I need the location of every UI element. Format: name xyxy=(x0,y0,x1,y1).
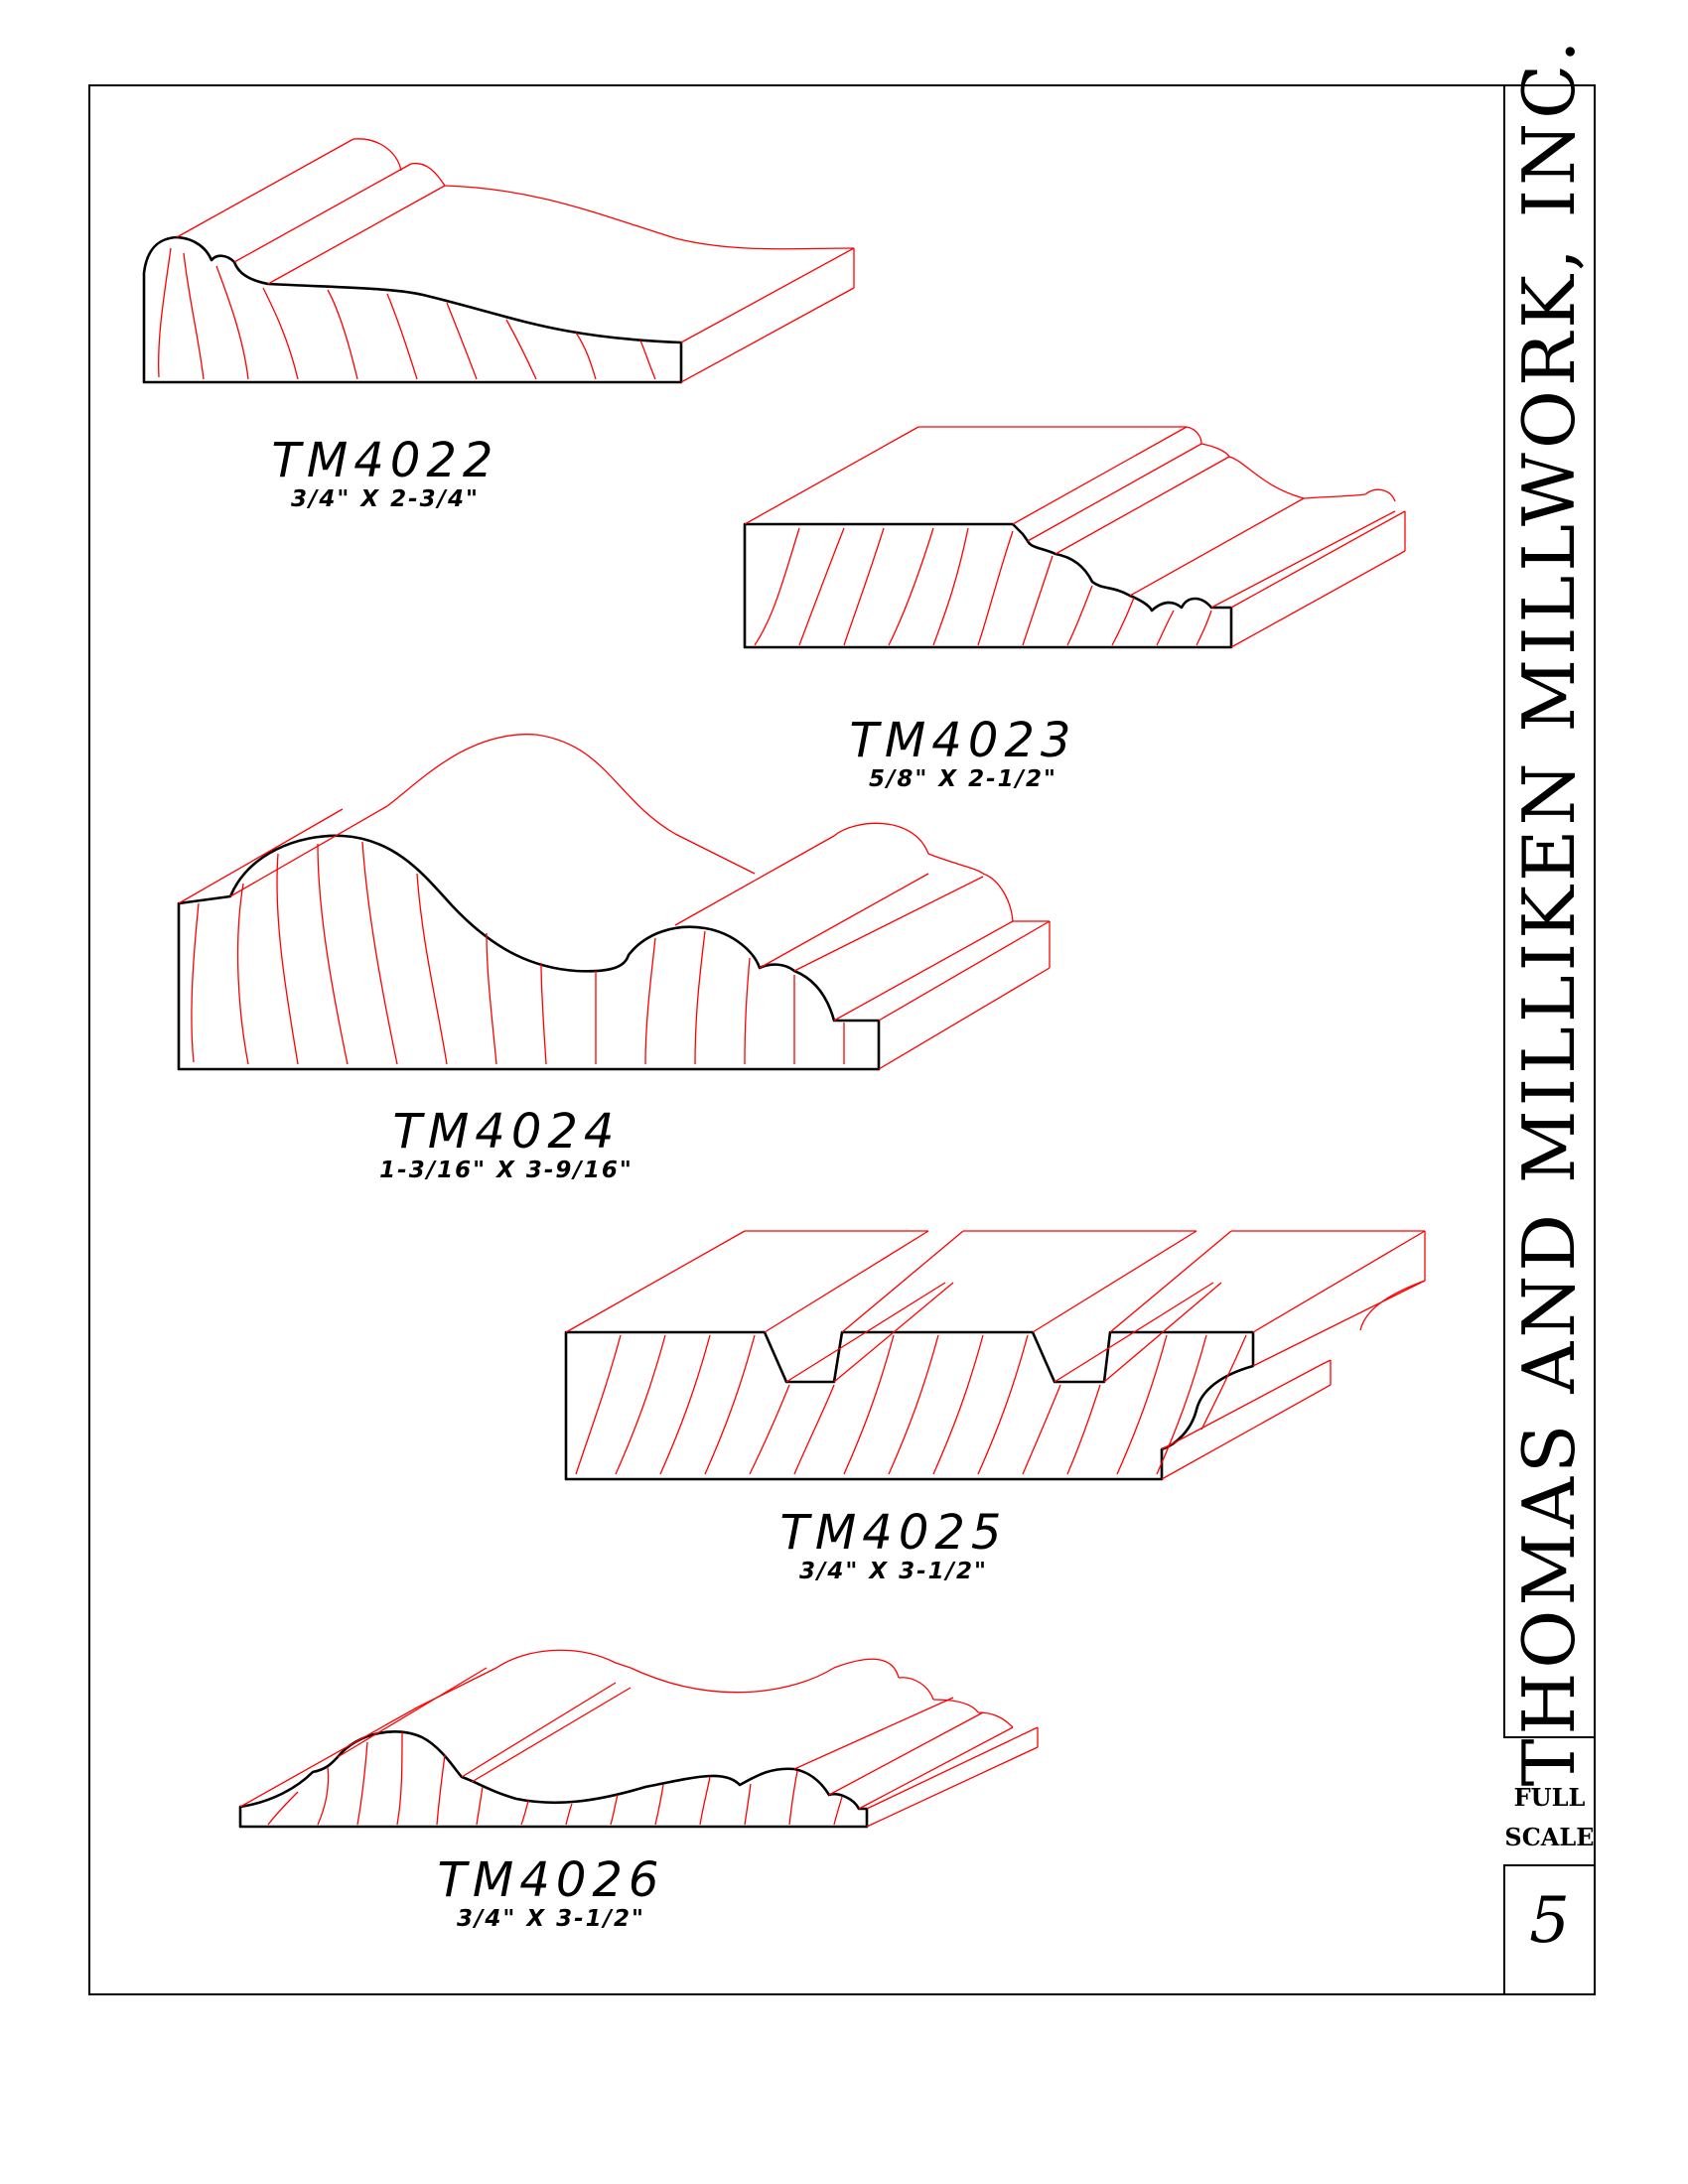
title-block xyxy=(1503,84,1596,1738)
tm4023-section-outline xyxy=(743,522,1233,649)
part-number: TM4023 xyxy=(849,713,1077,768)
tm4025-projection-lines xyxy=(565,1230,1426,1480)
part-dimensions: 3/4" X 3-1/2" xyxy=(798,1559,989,1584)
scale-note-line-1: FULL xyxy=(1513,1783,1586,1812)
part-dimensions: 3/4" X 2-3/4" xyxy=(290,486,481,512)
profile-label-tm4025: TM4025 3/4" X 3-1/2" xyxy=(725,1509,1062,1584)
part-number: TM4025 xyxy=(779,1505,1008,1561)
tm4024-grain-lines xyxy=(191,841,845,1065)
page-number: 5 xyxy=(1529,1884,1570,1958)
tm4022-section-outline xyxy=(142,235,683,384)
part-number: TM4026 xyxy=(437,1852,665,1908)
profile-drawing-tm4023 xyxy=(743,426,1406,649)
tm4023-projection-lines xyxy=(744,426,1406,648)
tm4024-section-outline xyxy=(177,834,881,1071)
profile-label-tm4023: TM4023 5/8" X 2-1/2" xyxy=(794,717,1132,792)
part-dimensions: 1-3/16" X 3-9/16" xyxy=(379,1158,633,1183)
profile-drawing-tm4024 xyxy=(177,734,1051,1071)
part-dimensions: 3/4" X 3-1/2" xyxy=(456,1906,646,1932)
tm4022-projection-lines xyxy=(176,138,855,383)
tm4026-section-outline xyxy=(238,1730,869,1829)
tm4026-grain-lines xyxy=(267,1731,843,1826)
tm4026-projection-lines xyxy=(239,1649,1039,1828)
profile-label-tm4026: TM4026 3/4" X 3-1/2" xyxy=(382,1856,720,1932)
tm4023-grain-lines xyxy=(754,527,1212,646)
profile-drawing-tm4025 xyxy=(564,1230,1426,1481)
page-number-box xyxy=(1503,1864,1596,1995)
profile-label-tm4022: TM4022 3/4" X 2-3/4" xyxy=(216,437,554,512)
part-number: TM4024 xyxy=(392,1104,621,1160)
part-number: TM4022 xyxy=(271,433,499,488)
profile-label-tm4024: TM4024 1-3/16" X 3-9/16" xyxy=(318,1108,695,1183)
tm4025-grain-lines xyxy=(575,1334,1247,1475)
scale-note-line-2: SCALE xyxy=(1504,1823,1595,1851)
part-dimensions: 5/8" X 2-1/2" xyxy=(868,766,1058,792)
profile-drawing-tm4022 xyxy=(142,138,855,384)
tm4025-section-outline xyxy=(564,1330,1255,1481)
tm4024-projection-lines xyxy=(178,734,1051,1070)
tm4022-grain-lines xyxy=(158,247,656,380)
profile-drawing-tm4026 xyxy=(238,1649,1039,1829)
